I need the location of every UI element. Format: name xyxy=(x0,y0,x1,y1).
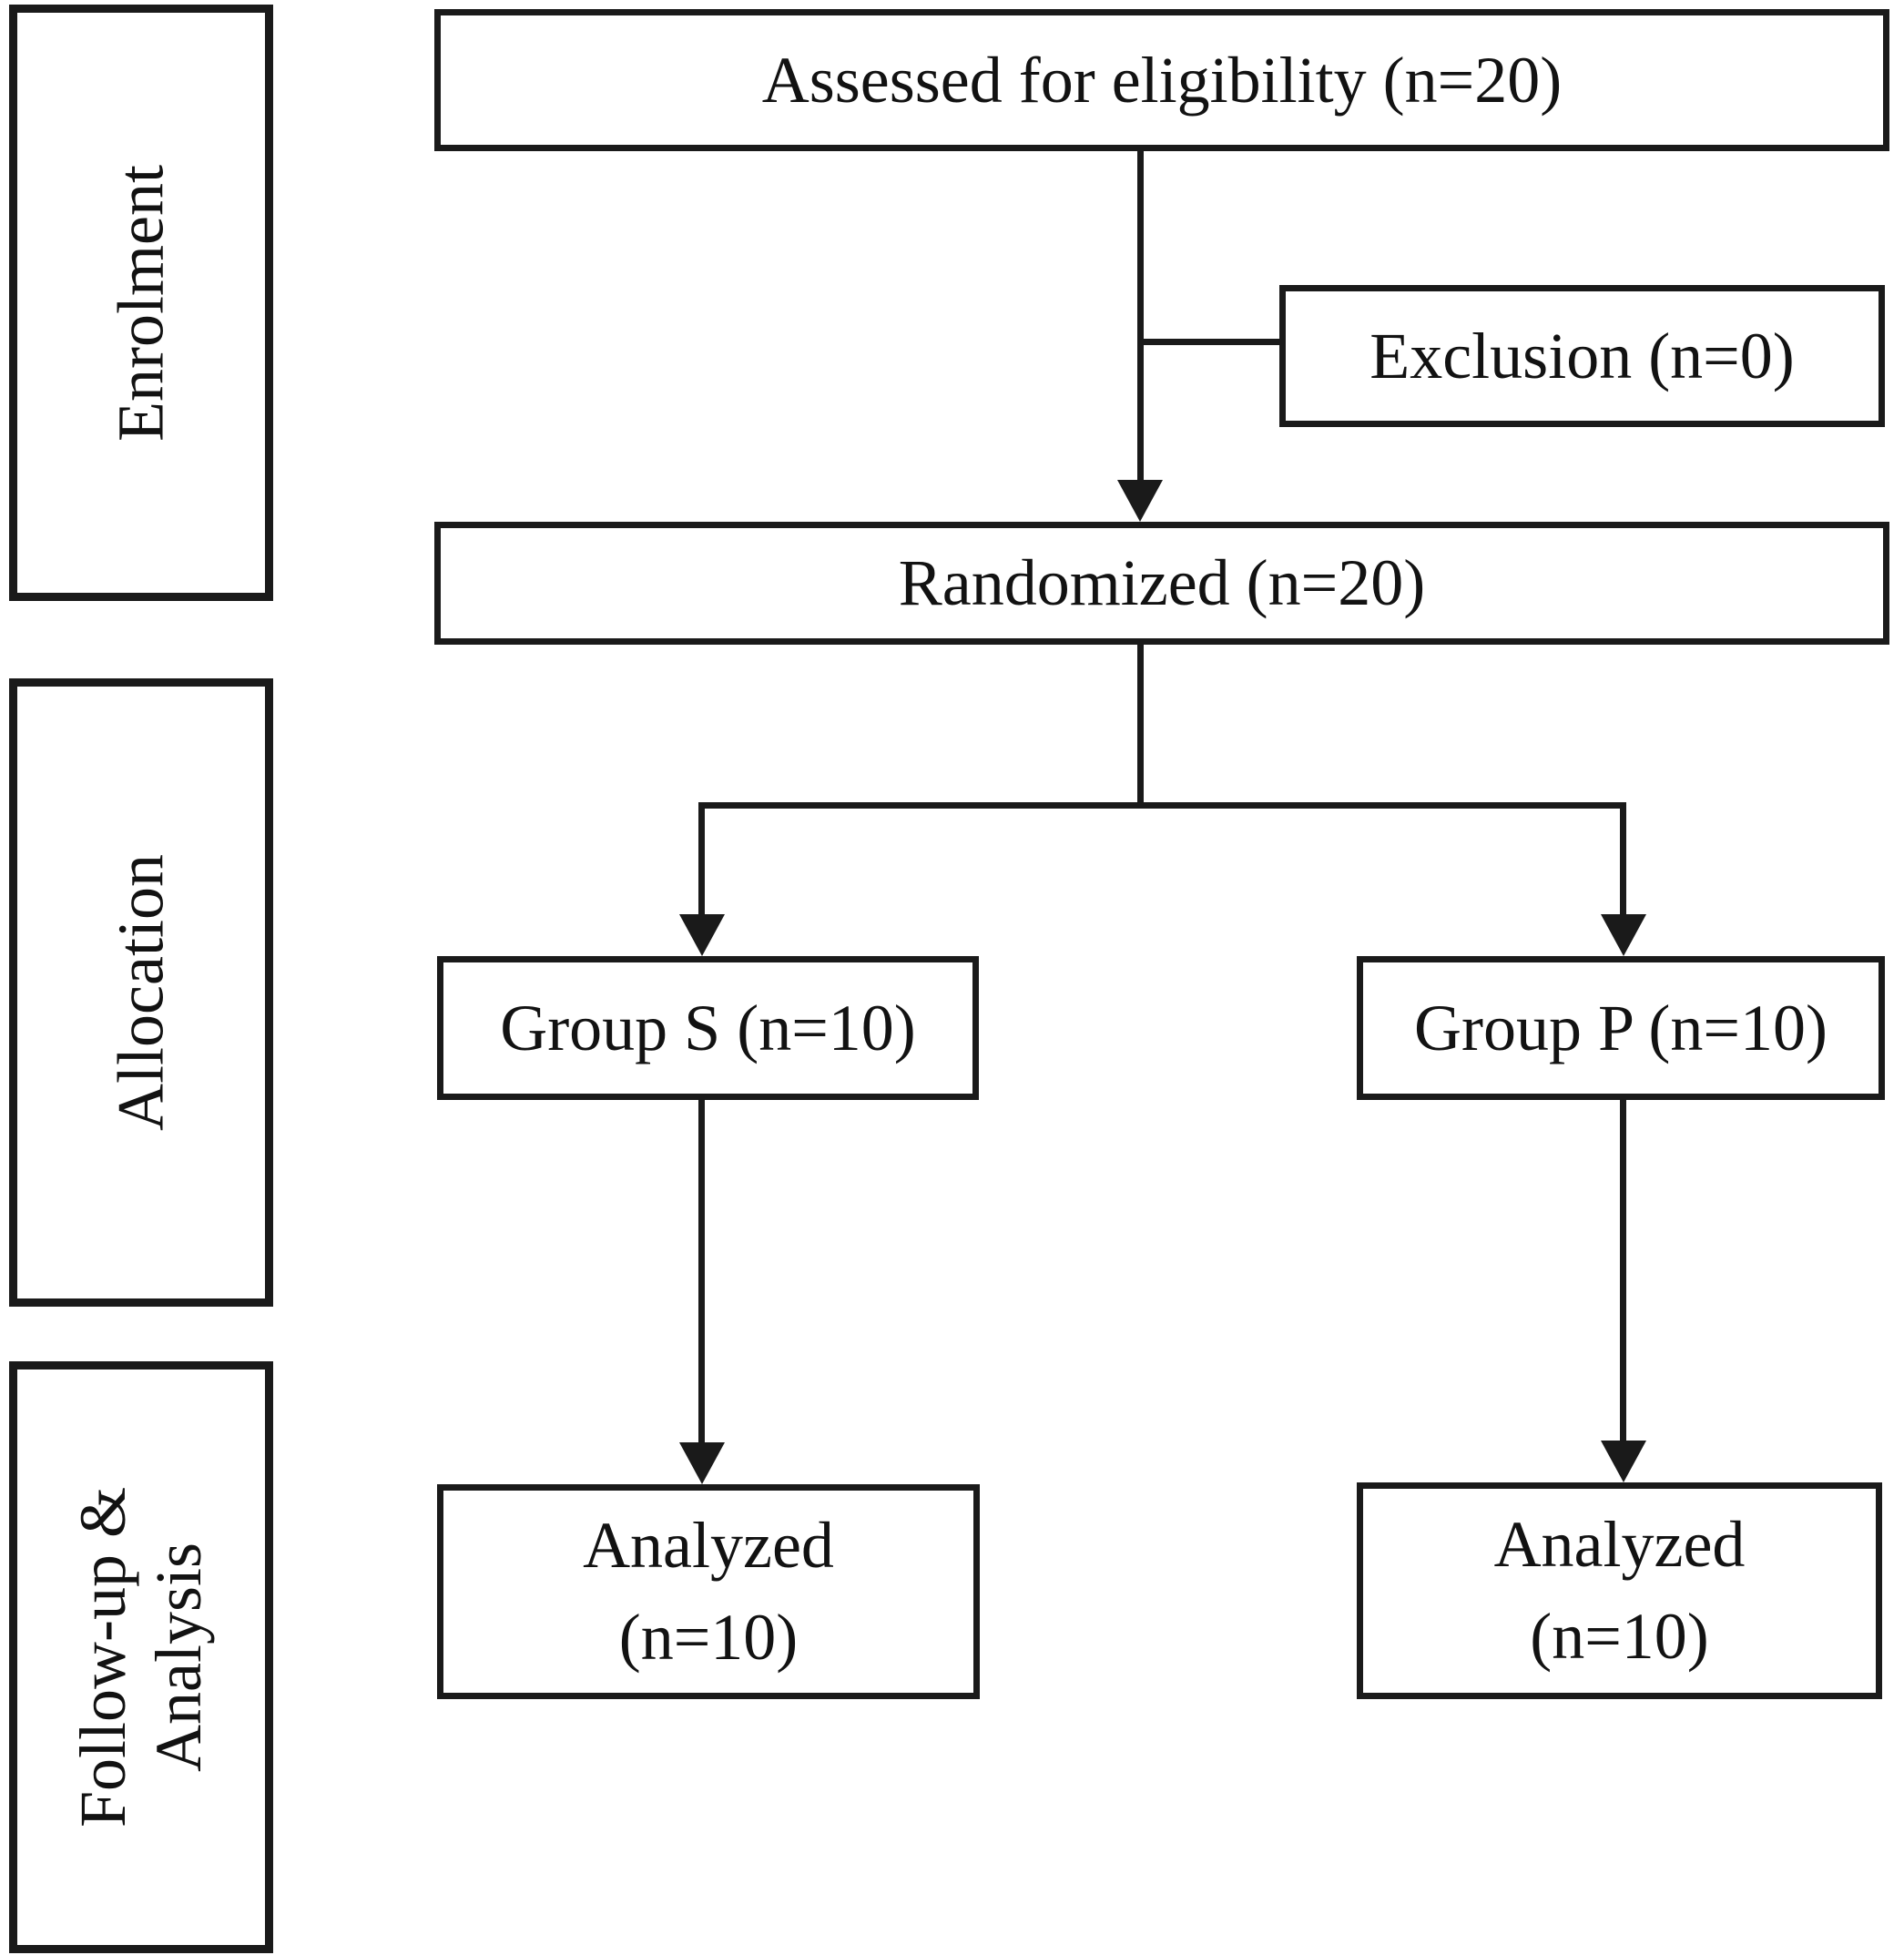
node-randomized: Randomized (n=20) xyxy=(434,522,1889,645)
node-label: Randomized (n=20) xyxy=(898,546,1426,620)
arrowhead-into-group-s xyxy=(679,914,725,956)
stage-label-allocation: Allocation xyxy=(104,854,179,1131)
node-label: Group S (n=10) xyxy=(500,991,916,1064)
arrowhead-into-analyzed-s xyxy=(679,1442,725,1484)
stage-box-enrolment: Enrolment xyxy=(9,5,273,601)
node-label-line: Analyzed xyxy=(583,1509,834,1583)
stage-box-followup-analysis: Follow-up & Analysis xyxy=(9,1361,273,1953)
node-assessed-for-eligibility: Assessed for eligibility (n=20) xyxy=(434,9,1889,151)
connector-branch-to-group-p xyxy=(1620,802,1626,916)
node-label-line: (n=10) xyxy=(1530,1600,1709,1673)
connector-branch-to-group-s xyxy=(698,802,705,916)
node-label: Analyzed (n=10) xyxy=(1494,1499,1746,1683)
branch-line xyxy=(698,802,1626,809)
node-label-line: Analyzed xyxy=(1493,1508,1746,1582)
connector-to-exclusion xyxy=(1144,339,1279,345)
connector-group-s-to-analyzed xyxy=(698,1100,705,1444)
stage-label-line: Allocation xyxy=(104,854,178,1131)
stage-label-followup-analysis: Follow-up & Analysis xyxy=(66,1487,217,1828)
node-group-p: Group P (n=10) xyxy=(1357,956,1885,1100)
arrowhead-into-randomized xyxy=(1117,480,1163,522)
node-analyzed-s: Analyzed (n=10) xyxy=(437,1484,980,1699)
connector-randomized-to-branch xyxy=(1137,645,1144,809)
arrowhead-into-analyzed-p xyxy=(1601,1441,1646,1482)
node-exclusion: Exclusion (n=0) xyxy=(1279,285,1885,427)
node-analyzed-p: Analyzed (n=10) xyxy=(1357,1482,1882,1699)
connector-assessed-to-randomized xyxy=(1137,151,1144,481)
connector-group-p-to-analyzed xyxy=(1620,1100,1626,1442)
stage-box-allocation: Allocation xyxy=(9,678,273,1307)
stage-label-line: Analysis xyxy=(142,1543,215,1772)
stage-label-line: Follow-up & xyxy=(66,1486,140,1828)
stage-label-enrolment: Enrolment xyxy=(104,165,179,442)
node-label-line: (n=10) xyxy=(618,1601,799,1674)
node-label: Exclusion (n=0) xyxy=(1369,319,1795,392)
node-group-s: Group S (n=10) xyxy=(437,956,979,1100)
node-label: Analyzed (n=10) xyxy=(583,1500,834,1684)
node-label: Assessed for eligibility (n=20) xyxy=(761,43,1563,117)
node-label: Group P (n=10) xyxy=(1414,991,1828,1064)
arrowhead-into-group-p xyxy=(1601,914,1646,956)
stage-label-line: Enrolment xyxy=(104,164,178,442)
